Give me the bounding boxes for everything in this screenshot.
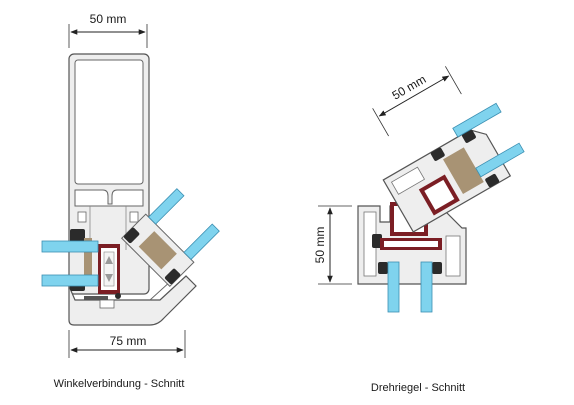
left-top-dimension-label: 50 mm [90,12,127,26]
right-top-dimension-label: 50 mm [390,72,429,102]
left-caption: Winkelverbindung - Schnitt [54,378,185,390]
right-glass-pane-right [420,261,433,313]
right-side-dimension-label: 50 mm [313,227,327,264]
left-bottom-dimension: 75 mm [68,330,186,358]
left-glass-pane-upper [41,240,99,253]
right-top-dimension: 50 mm [372,66,462,137]
right-caption: Drehriegel - Schnitt [371,382,465,394]
right-section-drawing: 50 mm 50 mm [313,66,525,394]
left-top-dimension: 50 mm [68,12,148,48]
right-rotated-sash [382,102,525,233]
left-glass-pane-lower [41,274,99,287]
left-diagonal-glazing [121,188,220,287]
right-side-dimension: 50 mm [313,205,352,285]
left-insulating-core [98,244,120,294]
left-bottom-dimension-label: 75 mm [110,334,147,348]
left-section-drawing: 50 mm [41,12,220,390]
right-glass-pane-left [387,261,400,313]
